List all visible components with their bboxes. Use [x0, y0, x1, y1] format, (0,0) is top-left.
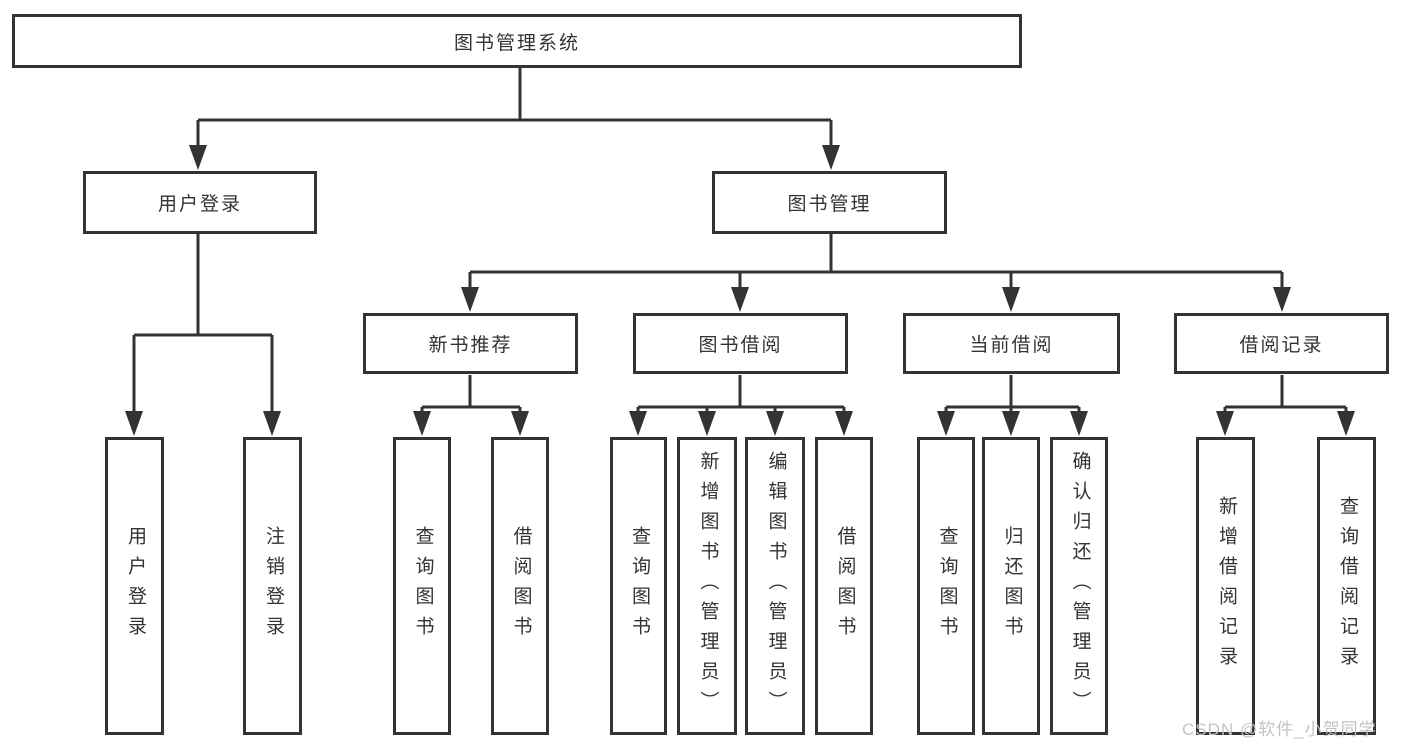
node-user-login-branch: 用户登录: [83, 171, 317, 234]
node-label: 查询图书: [628, 526, 650, 646]
node-edit-books-admin: 编辑图书（管理员）: [745, 437, 805, 735]
node-library-management-system: 图书管理系统: [12, 14, 1022, 68]
node-add-books-admin: 新增图书（管理员）: [677, 437, 737, 735]
node-query-books-recommend: 查询图书: [393, 437, 451, 735]
node-label: 借阅图书: [834, 526, 856, 646]
node-label: 用户登录: [157, 194, 242, 215]
node-label: 归还图书: [1001, 526, 1023, 646]
node-label: 查询图书: [936, 526, 958, 646]
node-user-login: 用户登录: [105, 437, 164, 735]
node-label: 图书管理: [787, 194, 872, 215]
node-query-borrow-record: 查询借阅记录: [1317, 437, 1376, 735]
node-label: 当前借阅: [969, 335, 1054, 356]
node-book-management: 图书管理: [712, 171, 947, 234]
node-confirm-return-admin: 确认归还（管理员）: [1050, 437, 1108, 735]
node-query-books-borrowing: 查询图书: [610, 437, 667, 735]
node-add-borrow-record: 新增借阅记录: [1196, 437, 1255, 735]
node-label: 新增图书（管理员）: [697, 451, 719, 721]
node-label: 查询借阅记录: [1336, 496, 1358, 676]
node-label: 新书推荐: [428, 335, 513, 356]
node-borrow-books: 借阅图书: [815, 437, 873, 735]
node-current-borrowing: 当前借阅: [903, 313, 1120, 374]
node-label: 确认归还（管理员）: [1069, 451, 1091, 721]
node-book-borrowing: 图书借阅: [633, 313, 848, 374]
csdn-watermark: CSDN @软件_小贺同学: [1182, 720, 1377, 739]
node-logout: 注销登录: [243, 437, 302, 735]
node-label: 编辑图书（管理员）: [765, 451, 787, 721]
node-label: 图书借阅: [698, 335, 783, 356]
node-label: 查询图书: [412, 526, 434, 646]
node-label: 用户登录: [124, 526, 146, 646]
node-query-books-current: 查询图书: [917, 437, 975, 735]
node-label: 注销登录: [262, 526, 284, 646]
node-borrow-books-recommend: 借阅图书: [491, 437, 549, 735]
node-label: 借阅图书: [510, 526, 532, 646]
node-label: 新增借阅记录: [1215, 496, 1237, 676]
node-new-book-recommendation: 新书推荐: [363, 313, 578, 374]
node-borrowing-records: 借阅记录: [1174, 313, 1389, 374]
node-label: 借阅记录: [1239, 335, 1324, 356]
node-label: 图书管理系统: [453, 32, 580, 54]
arrowheads: [125, 145, 1355, 436]
node-return-books: 归还图书: [982, 437, 1040, 735]
